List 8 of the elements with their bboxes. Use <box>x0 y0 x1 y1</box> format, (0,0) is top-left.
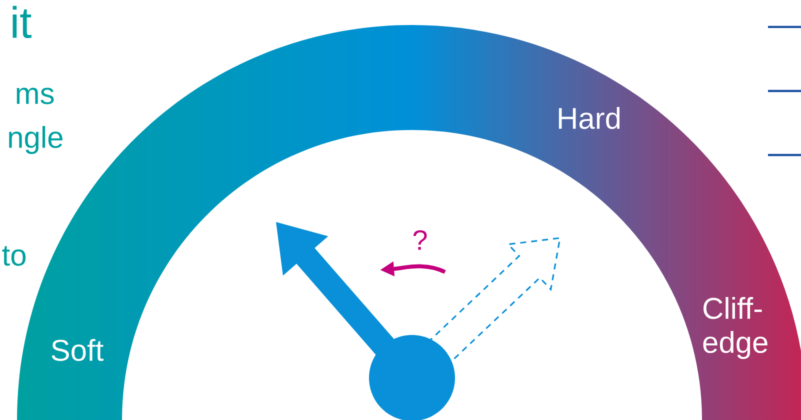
heading-text: it <box>12 6 32 38</box>
gauge-label: Cliff- edge <box>703 297 768 359</box>
body-text: ms <box>16 88 54 104</box>
gauge-label: Soft <box>52 339 104 361</box>
body-text: to <box>2 246 26 266</box>
question-mark: ? <box>413 230 427 250</box>
gauge-label: Hard <box>558 106 620 129</box>
body-text: ngle <box>9 126 62 154</box>
